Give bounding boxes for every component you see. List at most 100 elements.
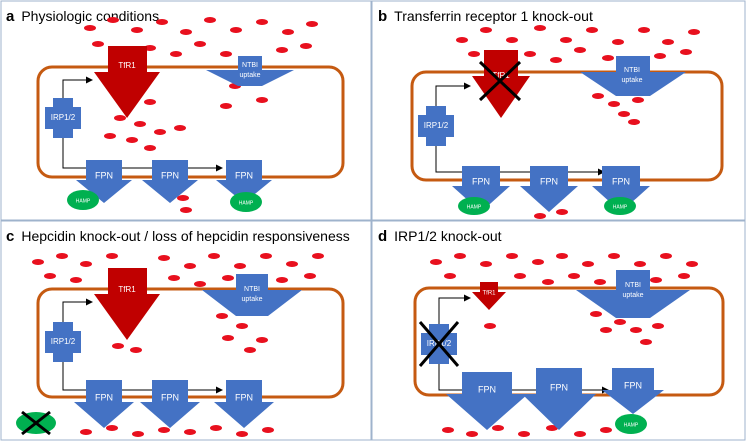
ntbi-uptake-channel — [202, 274, 302, 316]
irp-label: IRP1/2 — [51, 337, 76, 346]
fpn-transporter — [140, 380, 200, 428]
iron-particle — [484, 323, 496, 329]
iron-particle — [574, 431, 586, 437]
fpn-label: FPN — [612, 176, 630, 186]
iron-particle — [600, 327, 612, 333]
ntbi-uptake-channel — [206, 56, 294, 86]
iron-particle — [286, 261, 298, 267]
panel-c-title: c Hepcidin knock-out / loss of hepcidin … — [6, 228, 350, 245]
iron-particle — [594, 279, 606, 285]
iron-particle — [534, 213, 546, 219]
iron-particle — [556, 253, 568, 259]
iron-particle — [466, 431, 478, 437]
iron-particle — [586, 27, 598, 33]
iron-particle — [632, 97, 644, 103]
iron-particle — [282, 29, 294, 35]
iron-particle — [556, 209, 568, 215]
iron-particle — [568, 273, 580, 279]
iron-particle — [194, 41, 206, 47]
irp-protein — [45, 322, 81, 362]
fpn-transporter — [522, 368, 596, 430]
iron-particle — [156, 19, 168, 25]
iron-particle — [634, 261, 646, 267]
iron-particle — [582, 261, 594, 267]
fpn-label: FPN — [235, 170, 253, 180]
ntbi-label: NTBI — [624, 67, 640, 74]
panel-b-frame — [371, 0, 746, 221]
iron-particle — [652, 323, 664, 329]
iron-particle — [480, 261, 492, 267]
iron-particle — [230, 27, 242, 33]
fpn-transporter — [76, 160, 132, 203]
panel-b-iron-particles — [456, 25, 700, 219]
iron-particle — [506, 253, 518, 259]
ntbi-label: NTBI — [244, 286, 260, 293]
panel-d-iron-particles — [430, 253, 698, 437]
ntbi-uptake-channel — [576, 270, 690, 318]
fpn-label: FPN — [95, 392, 113, 402]
iron-particle — [80, 261, 92, 267]
iron-particle — [276, 47, 288, 53]
iron-particle — [144, 99, 156, 105]
iron-particle — [244, 347, 256, 353]
panel-a: a Physiologic conditions — [6, 8, 345, 213]
iron-particle — [560, 37, 572, 43]
iron-particle — [158, 427, 170, 433]
iron-particle — [32, 259, 44, 265]
iron-particle — [468, 51, 480, 57]
panel-d-title: d IRP1/2 knock-out — [378, 228, 502, 245]
hamp-hepcidin — [604, 197, 636, 215]
iron-particle — [442, 427, 454, 433]
iron-particle — [168, 275, 180, 281]
fpn-transporter — [142, 160, 198, 203]
panel-a-title: a Physiologic conditions — [6, 8, 159, 25]
fpn-label: FPN — [95, 170, 113, 180]
fpn-transporter — [216, 160, 272, 203]
tfr1-label: TfR1 — [118, 61, 136, 70]
panel-d: d IRP1/2 knock-out — [378, 228, 725, 437]
iron-particle — [144, 145, 156, 151]
iron-particle — [204, 17, 216, 23]
iron-particle — [256, 19, 268, 25]
irp-protein — [45, 98, 81, 138]
panel-c-frame — [0, 220, 372, 441]
ntbi-label: NTBI — [242, 62, 258, 69]
iron-particle — [640, 339, 652, 345]
iron-particle — [132, 431, 144, 437]
iron-particle — [678, 273, 690, 279]
iron-particle — [532, 259, 544, 265]
iron-particle — [550, 57, 562, 63]
iron-particle — [184, 429, 196, 435]
iron-particle — [306, 21, 318, 27]
iron-particle — [220, 51, 232, 57]
iron-particle — [222, 275, 234, 281]
iron-particle — [44, 273, 56, 279]
iron-particle — [220, 103, 232, 109]
fpn-transporter — [592, 166, 650, 212]
iron-particle — [614, 319, 626, 325]
panel-b: b Transferrin receptor 1 knock-out — [378, 8, 724, 219]
iron-particle — [194, 281, 206, 287]
irp-to-fpn-connector — [435, 146, 605, 176]
iron-particle — [454, 253, 466, 259]
iron-particle — [542, 279, 554, 285]
iron-particle — [662, 39, 674, 45]
tfr1-label: TfR1 — [492, 71, 510, 80]
hamp-hepcidin — [615, 414, 647, 434]
hamp-label: HAMP — [613, 204, 628, 210]
fpn-label: FPN — [550, 382, 568, 392]
iron-particle — [131, 27, 143, 33]
iron-particle — [107, 17, 119, 23]
hamp-label: HAMP — [624, 422, 639, 428]
iron-particle — [56, 253, 68, 259]
irp-to-tfr1-connector — [62, 298, 93, 322]
fpn-label: FPN — [161, 170, 179, 180]
iron-particle — [612, 39, 624, 45]
iron-particle — [216, 313, 228, 319]
iron-particle — [608, 253, 620, 259]
iron-particle — [654, 53, 666, 59]
knockout-cross-icon — [418, 321, 460, 367]
fpn-label: FPN — [472, 176, 490, 186]
